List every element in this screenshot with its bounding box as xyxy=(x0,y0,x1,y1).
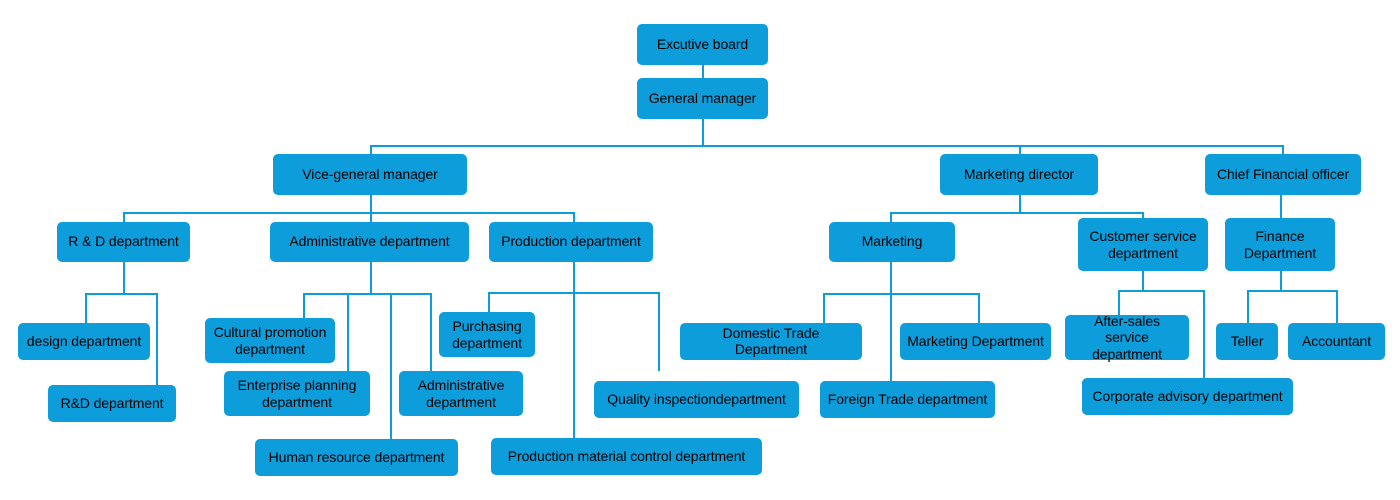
connector-customer-service-down xyxy=(1142,271,1144,290)
node-administrative-department[interactable]: Administrative department xyxy=(270,222,469,262)
connector-cfo-to-finance xyxy=(1280,194,1282,218)
connector-administrative-bus xyxy=(303,293,431,295)
connector-finance-bus xyxy=(1247,290,1337,292)
node-executive-board[interactable]: Excutive board xyxy=(637,24,768,65)
connector-customer-service-bus xyxy=(1118,290,1204,292)
node-customer-service-department[interactable]: Customer service department xyxy=(1078,218,1208,271)
node-after-sales-line1: After-sales service xyxy=(1094,312,1160,346)
node-finance-department-line2: Department xyxy=(1243,244,1317,261)
connector-production-down xyxy=(573,261,575,292)
connector-cs-to-aftersales xyxy=(1118,290,1120,315)
connector-cs-to-corporate xyxy=(1203,290,1205,378)
node-finance-department-line1: Finance xyxy=(1255,227,1305,244)
node-quality-inspection-department[interactable]: Quality inspectiondepartment xyxy=(594,381,799,418)
connector-marketing-director-down xyxy=(1019,194,1021,213)
node-administrative-sub-line1: Administrative xyxy=(417,376,505,393)
node-human-resource-department[interactable]: Human resource department xyxy=(255,439,458,476)
connector-bus-to-marketing xyxy=(890,212,892,223)
connector-bus-to-administrative xyxy=(370,212,372,223)
connector-admin-to-enterprise xyxy=(347,293,349,371)
connector-marketing-to-foreign xyxy=(890,293,892,381)
node-design-department[interactable]: design department xyxy=(18,323,150,360)
connector-vice-general-down xyxy=(370,194,372,213)
node-finance-department[interactable]: Finance Department xyxy=(1225,218,1335,271)
connector-finance-to-accountant xyxy=(1336,290,1338,323)
node-enterprise-planning-line2: department xyxy=(262,393,332,410)
node-purchasing-line2: department xyxy=(452,334,522,351)
node-after-sales-line2: department xyxy=(1092,345,1162,362)
connector-production-to-quality xyxy=(658,292,660,371)
connector-marketing-bus xyxy=(823,293,979,295)
node-rd-department-sub[interactable]: R&D department xyxy=(48,385,176,422)
connector-general-down xyxy=(702,118,704,145)
node-after-sales-service-department[interactable]: After-sales service department xyxy=(1065,312,1189,362)
connector-bus-to-rd xyxy=(123,212,125,223)
node-customer-service-department-line2: department xyxy=(1108,244,1178,261)
node-general-manager[interactable]: General manager xyxy=(637,78,768,119)
connector-marketing-to-marketingdept xyxy=(978,293,980,323)
node-enterprise-planning-department[interactable]: Enterprise planning department xyxy=(224,371,370,416)
node-enterprise-planning-line1: Enterprise planning xyxy=(237,376,357,393)
connector-marketing-director-bus xyxy=(890,212,1143,214)
node-customer-service-department-line1: Customer service xyxy=(1089,227,1197,244)
connector-production-to-material xyxy=(573,292,575,438)
connector-marketing-down xyxy=(890,261,892,293)
node-production-material-control-department[interactable]: Production material control department xyxy=(491,438,762,475)
connector-finance-to-teller xyxy=(1247,290,1249,323)
connector-admin-to-hr xyxy=(390,293,392,439)
connector-bus-to-cfo xyxy=(1282,145,1284,156)
node-cultural-promotion-line2: department xyxy=(235,340,305,357)
connector-bus-to-customer-service xyxy=(1142,212,1144,223)
connector-bus-to-vice-general xyxy=(370,145,372,156)
node-marketing-director[interactable]: Marketing director xyxy=(940,154,1098,195)
node-marketing-department[interactable]: Marketing Department xyxy=(900,323,1051,360)
connector-vice-general-bus xyxy=(123,212,575,214)
node-corporate-advisory-department[interactable]: Corporate advisory department xyxy=(1082,378,1293,415)
node-marketing[interactable]: Marketing xyxy=(829,222,955,262)
node-foreign-trade-department[interactable]: Foreign Trade department xyxy=(820,381,995,418)
connector-rd-down xyxy=(123,261,125,293)
node-cultural-promotion-department[interactable]: Cultural promotion department xyxy=(205,318,335,363)
node-administrative-department-sub[interactable]: Administrative department xyxy=(399,371,523,416)
node-domestic-trade-department[interactable]: Domestic Trade Department xyxy=(680,323,862,360)
connector-bus-to-marketing-director xyxy=(1019,145,1021,156)
node-purchasing-department[interactable]: Purchasing department xyxy=(439,312,535,357)
node-teller[interactable]: Teller xyxy=(1216,323,1278,360)
node-vice-general-manager[interactable]: Vice-general manager xyxy=(273,154,467,195)
connector-rd-bus xyxy=(85,293,158,295)
node-production-department[interactable]: Production department xyxy=(489,222,653,262)
connector-rd-to-rdsub xyxy=(156,293,158,386)
connector-admin-to-adminsub xyxy=(430,293,432,371)
connector-executive-to-general xyxy=(702,64,704,78)
node-rd-department[interactable]: R & D department xyxy=(57,222,190,262)
connector-rd-to-design xyxy=(85,293,87,323)
connector-marketing-to-domestic xyxy=(823,293,825,323)
connector-admin-to-cultural xyxy=(303,293,305,318)
connector-administrative-down xyxy=(370,261,372,293)
node-purchasing-line1: Purchasing xyxy=(452,317,522,334)
connector-finance-down xyxy=(1280,271,1282,290)
connector-bus-to-production xyxy=(573,212,575,223)
node-administrative-sub-line2: department xyxy=(426,393,496,410)
node-chief-financial-officer[interactable]: Chief Financial officer xyxy=(1205,154,1361,195)
node-accountant[interactable]: Accountant xyxy=(1288,323,1385,360)
connector-level2-bus xyxy=(370,145,1283,147)
node-cultural-promotion-line1: Cultural promotion xyxy=(213,323,327,340)
connector-production-to-purchasing xyxy=(488,292,490,312)
